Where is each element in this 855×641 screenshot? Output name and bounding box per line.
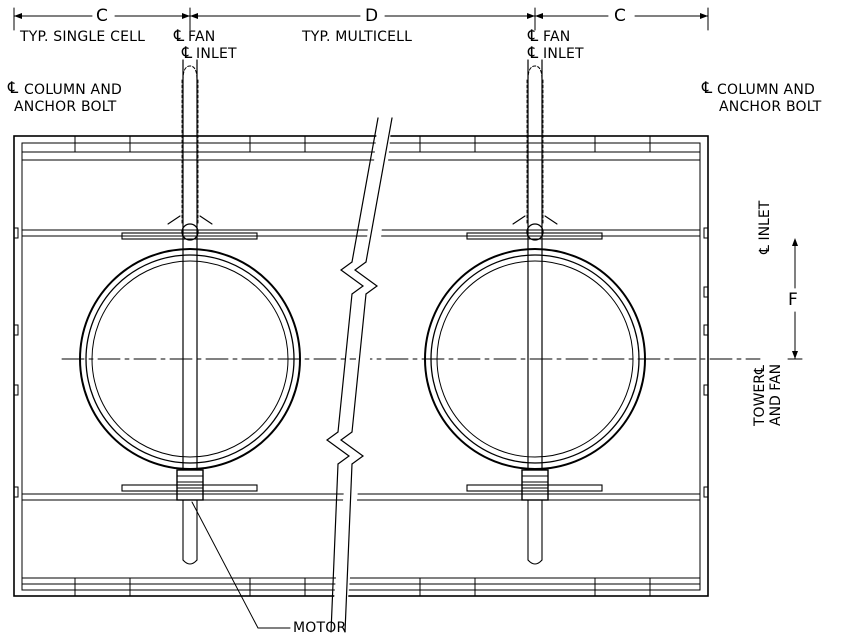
typ-single-cell-label: TYP. SINGLE CELL — [20, 29, 146, 45]
tower-fan-vertical-label-line1: TOWER℄ — [752, 365, 768, 426]
fan-label-right: FAN — [543, 29, 571, 45]
dimension-c-left: C — [96, 6, 109, 26]
inlet-label-right: INLET — [543, 46, 584, 62]
typ-multicell-label: TYP. MULTICELL — [302, 29, 413, 45]
break-lines — [325, 117, 393, 633]
column-label-left-line2: ANCHOR BOLT — [14, 99, 117, 115]
structural-bands — [21, 135, 701, 597]
centerline-symbol: ℄ — [702, 78, 713, 97]
column-label-right-line1: COLUMN AND — [717, 82, 815, 98]
inlet-label-left: INLET — [196, 46, 237, 62]
side-tabs — [13, 227, 709, 498]
tower-outline — [13, 135, 709, 597]
motor-label: MOTOR — [293, 620, 347, 636]
tower-fan-vertical-label-line2: AND FAN — [768, 363, 784, 426]
centerline-symbol: ℄ — [182, 43, 193, 62]
column-label-left-line1: COLUMN AND — [24, 82, 122, 98]
left-fan-cell — [79, 59, 301, 565]
dimension-c-right: C — [614, 6, 627, 26]
motor-leader-line — [191, 501, 291, 629]
dimension-line-top — [13, 7, 709, 31]
inlet-centerline-vertical-label: ℄ INLET — [757, 200, 773, 254]
centerline-symbol: ℄ — [528, 43, 539, 62]
centerline-symbol: ℄ — [528, 26, 539, 45]
right-fan-cell — [424, 59, 646, 565]
column-label-right-line2: ANCHOR BOLT — [719, 99, 822, 115]
centerline-symbol: ℄ — [8, 78, 19, 97]
dimension-d: D — [365, 6, 379, 26]
fan-label-left: FAN — [188, 29, 216, 45]
dimension-f: F — [788, 290, 798, 310]
centerline-symbol: ℄ — [174, 26, 185, 45]
dimension-line-f — [787, 238, 803, 360]
